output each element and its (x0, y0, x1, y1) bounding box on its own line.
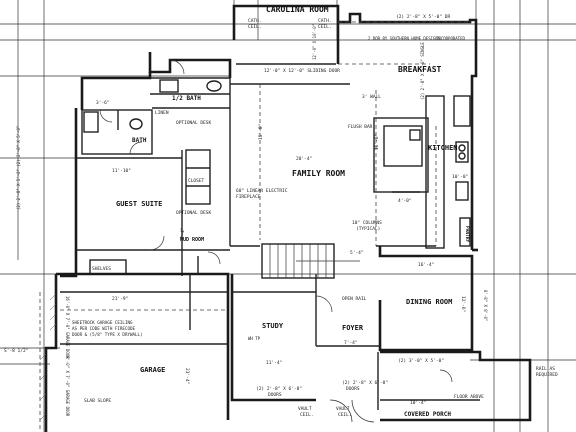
walls (44, 4, 532, 432)
bath-toilet (129, 118, 143, 130)
guest-width-dim: 11'-10" (112, 168, 131, 174)
garage-width-dim: 21'-9" (112, 296, 128, 302)
room-labels: CAROLINA ROOM BREAKFAST KITCHEN 1/2 BATH… (92, 5, 470, 418)
garage-note-dim: S'-8 1/2" (4, 348, 28, 354)
linen-label: LINEN (155, 110, 169, 116)
mud-side-dim: 3'-4" (180, 228, 185, 240)
half-bath-label: 1/2 BATH (172, 95, 201, 102)
vault-note-2: CEIL. (338, 412, 352, 418)
foyer-label: FOYER (342, 324, 364, 332)
foyer-doors-dim: (2) 2'-8" X 6'-8" (342, 380, 388, 386)
wic-label: SHELVES (92, 266, 111, 272)
garage-label: GARAGE (140, 366, 165, 374)
cath-ceil-note: CATH. (248, 18, 262, 24)
open-rail-note: OPEN RAIL (342, 296, 367, 302)
breakfast-side-dim: (2) 2'-8" X 5'-0" SINGLE (420, 42, 425, 100)
optional-desk-note-2: OPTIONAL DESK (176, 210, 212, 216)
fireplace-note: 60" LINEAR ELECTRIC (236, 188, 288, 194)
kitchen-sink (409, 129, 421, 141)
floor-above-note: FLOOR ABOVE (454, 394, 484, 400)
family-room-label: FAMILY ROOM (292, 169, 345, 178)
garage-door-dim-2: 16'-0" X 7'-0" GARAGE DOOR (65, 296, 70, 359)
bath-label: BATH (132, 137, 147, 144)
drywall-note-3: DOOR & (5/8" TYPE X DRYWALL) (72, 332, 143, 337)
closet-label: CLOSET (188, 178, 205, 184)
mud-room-label: MUD ROOM (180, 237, 204, 243)
porch-side-dim: 8'-8" X 8'-0" (483, 290, 488, 321)
designer-note: 2 DOR BY SOUTHERN HOME DESIGNS (368, 36, 441, 41)
doors-dim: (2) 2'-8" X 6'-8" (256, 386, 302, 392)
vault-note-3: VAULT (298, 406, 312, 412)
vault-note-4: CEIL. (300, 412, 314, 418)
stair-dim: 5'-4" (350, 250, 364, 256)
optional-desk-note: OPTIONAL DESK (176, 120, 212, 126)
columns-note-2: (TYPICAL) (356, 226, 380, 232)
study-label: STUDY (262, 322, 284, 330)
carolina-door-dim: 12'-0" X 12'-0" SLIDING DOOR (264, 68, 340, 74)
wh-tp-note: WH TP (248, 336, 261, 341)
cath-ceil-note-4: CEIL. (318, 24, 332, 30)
foyer-doors-dim-2: DOORS (346, 386, 360, 392)
slab-slope-note: SLAB SLOPE (84, 398, 111, 404)
porch-width-dim: 10'-4" (410, 400, 426, 406)
dashed-lines (39, 21, 470, 432)
family-width-dim: 20'-4" (296, 156, 312, 162)
pantry-label: PANTRY (464, 226, 470, 243)
doors-dim-2: DOORS (268, 392, 282, 398)
island-dim: 4'-0" (398, 198, 412, 204)
garage-depth-dim: 23'-4" (184, 368, 190, 384)
garage-door-dim: 9'-0" X 7'-0" GARAGE DOOR (65, 356, 70, 417)
columns-note: 10" COLUMNS (352, 220, 382, 226)
left-window-dim: (2) 2'-8" X 5'-0" (2) 2'-8" X 5'-0" (16, 126, 21, 210)
kitchen-width-dim: 10'-0" (452, 174, 468, 180)
hatching (39, 293, 57, 421)
guest-suite-label: GUEST SUITE (116, 200, 162, 208)
flush-bar-note: FLUSH BAR (348, 124, 373, 130)
dimension-text: 20'-4" 15'-0" (2) 2'-8" X 5'-0" DR 11'-1… (4, 14, 488, 418)
vault-note: VAULT (336, 406, 350, 412)
rail-note: RAIL AS (536, 366, 555, 372)
fixtures (83, 79, 466, 160)
study-width-dim: 11'-4" (266, 360, 282, 366)
kitchen-depth-dim: 16'-0" (374, 134, 380, 150)
kitchen-label: KITCHEN (428, 144, 458, 152)
rail-note-2: REQUIRED (536, 372, 558, 378)
foyer-width-dim: 7'-4" (344, 340, 358, 346)
half-bath-toilet (206, 80, 222, 92)
top-right-dim: (2) 2'-8" X 5'-0" DR (396, 14, 450, 20)
dining-depth-dim: 12'-6" (460, 296, 466, 312)
family-depth-dim: 15'-0" (258, 124, 264, 140)
cath-ceil-note-3: CATH. (318, 18, 332, 24)
carolina-side-dim: 12'-0" X 10'-0" (312, 24, 317, 60)
staircase (261, 243, 360, 279)
door-swings (99, 59, 453, 423)
wall-note: 3' WALL (362, 94, 381, 100)
dining-room-label: DINING ROOM (406, 298, 452, 306)
drywall-note: SHEETROCK GARAGE CEILING (72, 320, 133, 325)
covered-porch-label: COVERED PORCH (404, 411, 451, 418)
fireplace-note-2: FIREPLACE (236, 194, 261, 200)
annotations: CATH. CEIL. CATH. CEIL. 12'-0" X 12'-0" … (72, 18, 558, 404)
drywall-note-2: AS PER CODE WITH FIRECODE (72, 326, 136, 331)
bath-width-dim: 3'-6" (96, 100, 110, 106)
dining-width-dim: 16'-4" (418, 262, 434, 268)
porch-window-dim: (2) 3'-0" X 5'-0" (398, 358, 444, 364)
breakfast-label: BREAKFAST (398, 65, 442, 74)
cath-ceil-note-2: CEIL. (248, 24, 262, 30)
carolina-room-label: CAROLINA ROOM (266, 5, 329, 14)
shower (83, 111, 99, 133)
half-bath-sink (159, 79, 179, 93)
designer-note-2: INCORPORATED (436, 36, 465, 41)
